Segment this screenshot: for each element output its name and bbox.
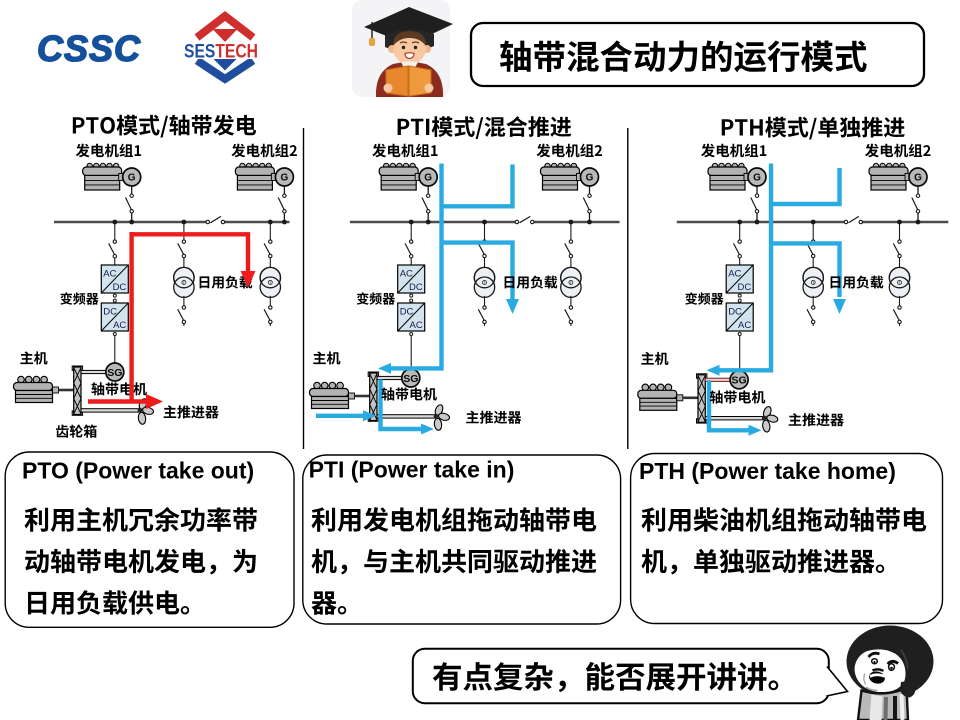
svg-text:AC: AC <box>400 269 413 280</box>
svg-text:G: G <box>128 173 136 184</box>
svg-text:DC: DC <box>400 307 414 318</box>
svg-text:SESTECH: SESTECH <box>184 41 258 63</box>
svg-text:AC: AC <box>738 320 751 331</box>
svg-text:T: T <box>570 280 573 285</box>
svg-text:T: T <box>269 280 272 285</box>
svg-text:SG: SG <box>732 375 747 387</box>
svg-text:AC: AC <box>409 320 422 331</box>
svg-text:AC: AC <box>728 269 741 280</box>
svg-text:DC: DC <box>103 307 117 318</box>
svg-text:CSSC: CSSC <box>37 28 141 69</box>
svg-text:G: G <box>586 173 594 184</box>
svg-text:PTH (Power take home): PTH (Power take home) <box>639 458 896 484</box>
svg-text:T: T <box>898 280 901 285</box>
svg-text:T: T <box>183 280 186 285</box>
svg-text:G: G <box>424 173 432 184</box>
svg-text:DC: DC <box>409 282 423 293</box>
svg-text:DC: DC <box>737 282 751 293</box>
svg-text:T: T <box>483 280 486 285</box>
svg-text:G: G <box>281 173 289 184</box>
svg-text:T: T <box>812 280 815 285</box>
svg-text:PTO (Power take out): PTO (Power take out) <box>22 458 254 484</box>
svg-text:AC: AC <box>113 320 126 331</box>
svg-text:DC: DC <box>728 307 742 318</box>
svg-text:DC: DC <box>113 282 127 293</box>
svg-text:SG: SG <box>107 367 122 379</box>
svg-text:G: G <box>914 173 922 184</box>
svg-text:G: G <box>753 173 761 184</box>
svg-text:SG: SG <box>403 373 418 385</box>
svg-text:AC: AC <box>103 269 116 280</box>
svg-text:PTI (Power take in): PTI (Power take in) <box>309 457 515 483</box>
